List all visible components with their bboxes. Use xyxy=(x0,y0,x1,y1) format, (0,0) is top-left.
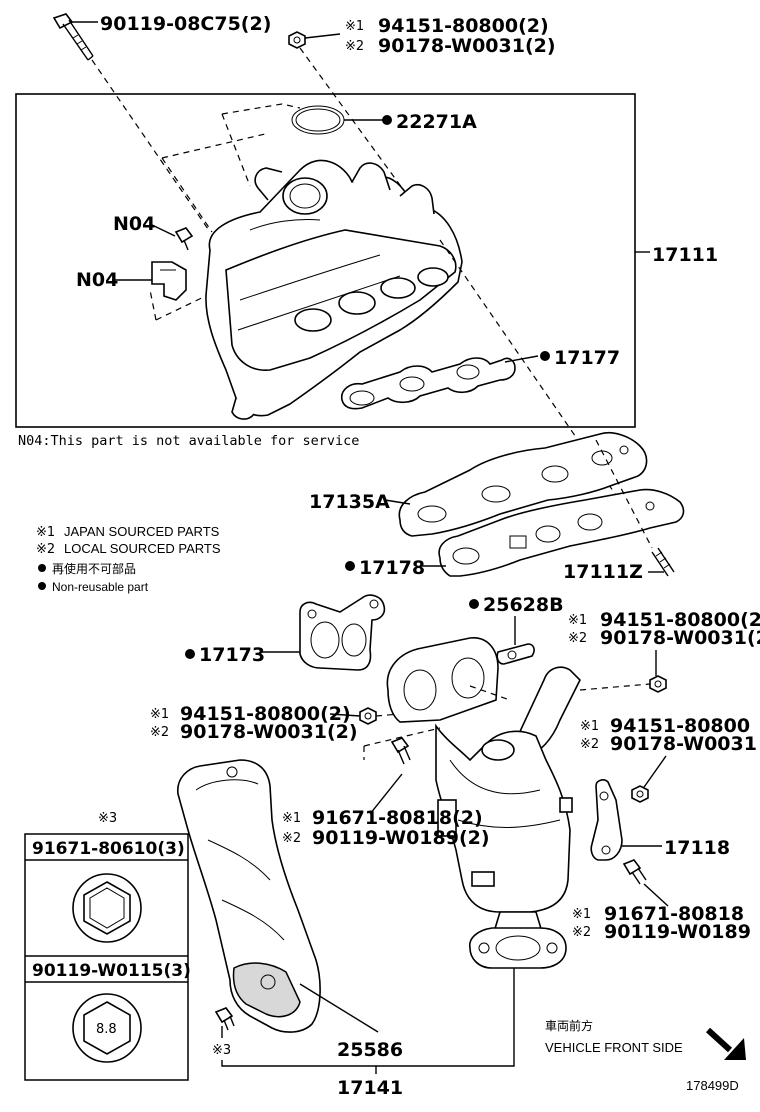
bolt-head-plain-icon xyxy=(72,873,142,943)
label-17111: 17111 xyxy=(652,244,718,266)
label-90178-left: 90178-W0031(2) xyxy=(180,721,358,743)
label-90178-right: 90178-W0031(2) xyxy=(600,627,760,649)
bolt-variant-box xyxy=(24,833,189,1081)
non-reusable-dot xyxy=(469,599,479,609)
heat-insulator-25586 xyxy=(177,759,321,1033)
legend-dot-1 xyxy=(38,564,46,572)
label-mark1-b: ※1 xyxy=(568,613,587,628)
sensor-n04-lower xyxy=(151,261,187,301)
label-mark1-f: ※1 xyxy=(572,907,591,922)
label-mark2-d: ※2 xyxy=(580,737,599,752)
legend-non-reusable-jp: 再使用不可部品 xyxy=(52,561,136,576)
label-91671-mid: 91671-80818(2) xyxy=(312,807,483,829)
intake-manifold-17111 xyxy=(205,159,463,420)
nut-mid xyxy=(631,785,649,803)
label-mark2-e: ※2 xyxy=(282,831,301,846)
legend: ※1 JAPAN SOURCED PARTS ※2 LOCAL SOURCED … xyxy=(36,524,221,594)
stud-17111z xyxy=(651,547,675,577)
legend-local-sourced: LOCAL SOURCED PARTS xyxy=(64,541,221,556)
bolt-head-marked-icon: 8.8 xyxy=(72,993,142,1063)
intake-group-frame xyxy=(15,93,636,428)
label-17135a: 17135A xyxy=(309,491,390,513)
stay-17118 xyxy=(590,779,623,861)
label-mark1-e: ※1 xyxy=(282,811,301,826)
label-90178-mid: 90178-W0031 xyxy=(610,733,757,755)
sensor-n04-upper xyxy=(174,227,194,251)
label-17118: 17118 xyxy=(664,837,730,859)
gasket-17178 xyxy=(438,488,685,577)
bolt-insulator xyxy=(214,1007,235,1031)
label-n04-upper: N04 xyxy=(113,213,155,235)
label-mark1-d: ※1 xyxy=(580,719,599,734)
ring-22271a xyxy=(291,105,345,135)
bracket-25628b xyxy=(496,643,535,665)
label-90178-top: 90178-W0031(2) xyxy=(378,35,556,57)
label-17111z: 17111Z xyxy=(563,561,643,583)
label-22271a: 22271A xyxy=(396,111,477,133)
label-mark2-c: ※2 xyxy=(150,725,169,740)
non-reusable-dot xyxy=(382,115,392,125)
legend-dot-2 xyxy=(38,582,46,590)
vehicle-front-arrow-icon xyxy=(705,1027,746,1060)
label-front-jp: 車両前方 xyxy=(545,1018,593,1033)
label-90119-mid: 90119-W0189(2) xyxy=(312,827,490,849)
label-25628b: 25628B xyxy=(483,594,564,616)
nut-top xyxy=(288,31,306,49)
label-94151-mid: 94151-80800 xyxy=(610,715,750,737)
label-90119-low: 90119-W0189 xyxy=(604,921,751,943)
label-mark2-f: ※2 xyxy=(572,925,591,940)
label-17173: 17173 xyxy=(199,644,265,666)
label-17141: 17141 xyxy=(337,1077,403,1099)
nut-right xyxy=(649,675,667,693)
box-mark3: ※3 xyxy=(98,811,117,826)
label-94151-right: 94151-80800(2) xyxy=(600,609,760,631)
bolt-strength-mark: 8.8 xyxy=(96,1022,117,1037)
label-25586: 25586 xyxy=(337,1039,403,1061)
label-mark1-c: ※1 xyxy=(150,707,169,722)
legend-japan-sourced: JAPAN SOURCED PARTS xyxy=(64,524,220,539)
label-91671-low: 91671-80818 xyxy=(604,903,744,925)
gasket-17173 xyxy=(299,594,386,671)
label-17178: 17178 xyxy=(359,557,425,579)
label-front-en: VEHICLE FRONT SIDE xyxy=(545,1040,683,1055)
label-17177: 17177 xyxy=(554,347,620,369)
bolt-mid xyxy=(390,737,411,765)
label-mark2-a: ※2 xyxy=(345,39,364,54)
label-mark3-a: ※3 xyxy=(212,1043,231,1058)
exhaust-manifold-17141 xyxy=(386,637,581,969)
non-reusable-dot xyxy=(345,561,355,571)
label-mark1-a: ※1 xyxy=(345,19,364,34)
figure-reference: 178499D xyxy=(686,1078,739,1093)
non-reusable-dot xyxy=(185,649,195,659)
gasket-17177 xyxy=(340,357,516,410)
label-mark2-b: ※2 xyxy=(568,631,587,646)
legend-mark2: ※2 xyxy=(36,542,55,557)
legend-non-reusable-en: Non-reusable part xyxy=(52,580,149,594)
label-94151-left: 94151-80800(2) xyxy=(180,703,351,725)
label-91671-80610: 91671-80610(3) xyxy=(32,839,185,859)
label-90119-w0115: 90119-W0115(3) xyxy=(32,961,191,981)
bolt-lower xyxy=(622,859,647,885)
label-90119-08c75: 90119-08C75(2) xyxy=(100,13,271,35)
note-n04: N04:This part is not available for servi… xyxy=(18,433,359,449)
label-n04-lower: N04 xyxy=(76,269,118,291)
nut-left xyxy=(359,707,377,725)
label-94151-top: 94151-80800(2) xyxy=(378,15,549,37)
gasket-17135a xyxy=(398,431,648,537)
non-reusable-dot xyxy=(540,351,550,361)
bolt-90119-08c75 xyxy=(52,13,94,61)
legend-mark1: ※1 xyxy=(36,525,55,540)
